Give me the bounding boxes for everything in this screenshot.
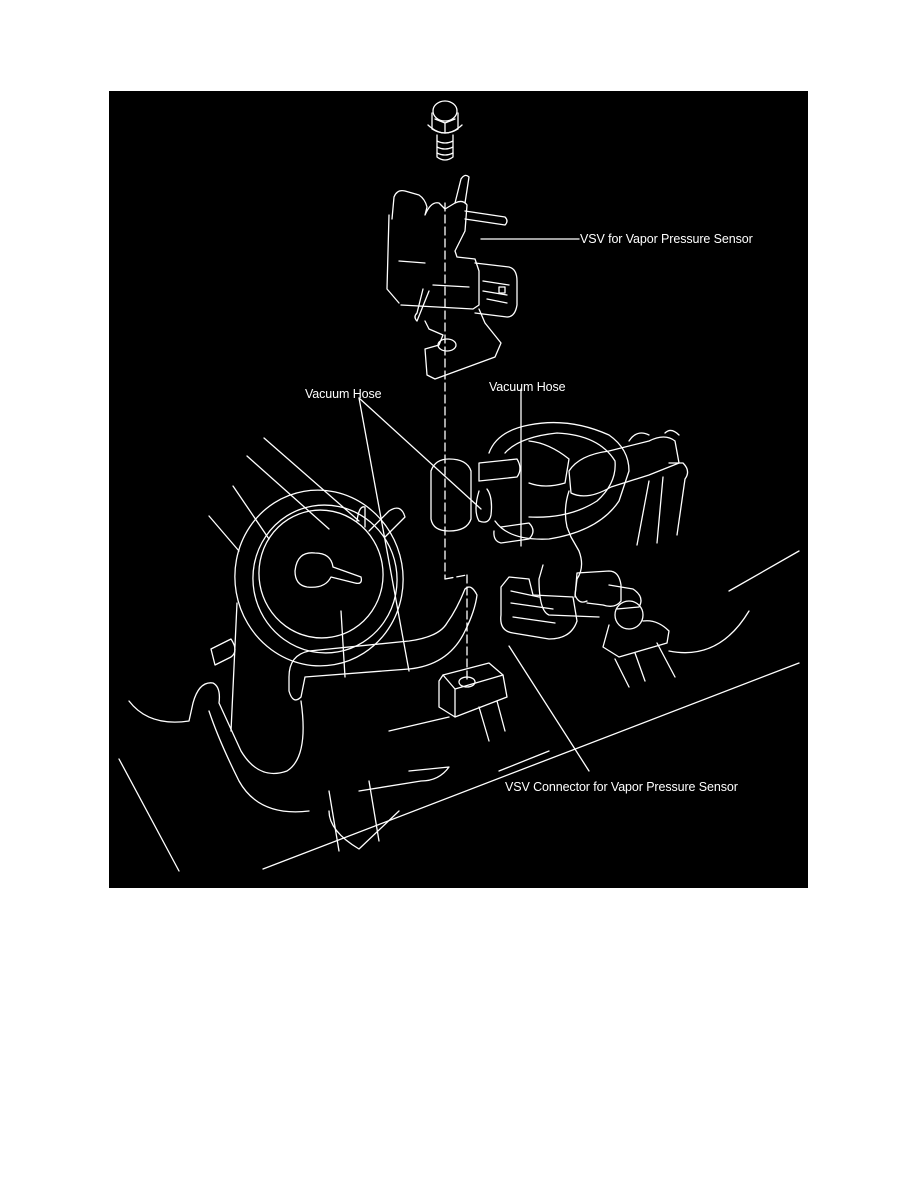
vsv-connector-icon	[500, 570, 642, 640]
pressure-valve-icon	[602, 600, 676, 688]
callout-vacuum-hose-left: Vacuum Hose	[305, 387, 382, 401]
base-edges	[262, 550, 800, 870]
bolt-icon	[427, 100, 463, 161]
line-art	[118, 100, 800, 872]
vacuum-hose-right-icon	[430, 421, 630, 544]
mounting-nut-icon	[438, 662, 508, 742]
exploded-view-diagram: VSV for Vapor Pressure Sensor Vacuum Hos…	[109, 91, 808, 888]
callout-vsv: VSV for Vapor Pressure Sensor	[580, 232, 753, 246]
vsv-valve-icon	[386, 174, 518, 380]
callout-vacuum-hose-right: Vacuum Hose	[489, 380, 566, 394]
sensor-bracket-icon	[538, 429, 689, 618]
vacuum-hose-left-icon	[128, 586, 478, 850]
throttle-body-icon	[210, 489, 406, 732]
leader-lines	[358, 238, 590, 772]
manifold-lines	[118, 437, 360, 872]
callout-vsv-connector: VSV Connector for Vapor Pressure Sensor	[505, 780, 738, 794]
